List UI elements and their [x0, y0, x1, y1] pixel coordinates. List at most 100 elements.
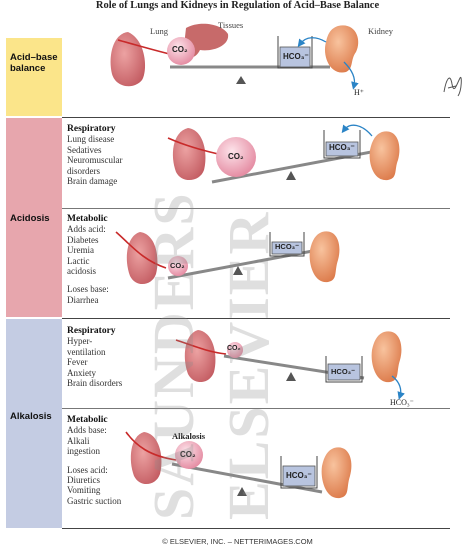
- cause-item: Diabetes: [67, 234, 99, 245]
- alkalosis-inline-label: Alkalosis: [172, 431, 206, 441]
- watermark-line2: ELSEVIER: [216, 210, 281, 520]
- kidney-icon: [371, 331, 402, 383]
- divider-middle: [62, 318, 450, 319]
- co2-label: CO₂: [180, 450, 196, 459]
- vessel-icon: [125, 431, 177, 461]
- co2-label: CO₂: [227, 345, 241, 352]
- cause-item: Diuretics: [67, 475, 100, 486]
- cause-item: Neuromuscular: [67, 155, 123, 166]
- vessel-icon: [175, 339, 227, 355]
- divider-bottom: [62, 528, 450, 529]
- hco3-box: [282, 465, 316, 487]
- divider-alkalosis: [62, 408, 450, 409]
- met-alkalosis-heading: Metabolic: [67, 415, 108, 425]
- hco3-label: HCO₃⁻: [286, 471, 312, 480]
- met-alkalosis-diagram: [125, 431, 352, 499]
- h-plus-label: H⁺: [354, 88, 364, 97]
- reabsorb-arrow: [297, 37, 327, 48]
- fulcrum-icon: [237, 487, 247, 496]
- hco3-beaker: [325, 356, 363, 383]
- tissues-icon: [184, 23, 229, 58]
- hco3-label: HCO₃⁻: [283, 52, 309, 61]
- cause-item: Vomiting: [67, 485, 101, 496]
- hco3-label: HCO₃⁻: [275, 242, 300, 251]
- kidney-icon: [369, 131, 400, 181]
- kidney-icon: [309, 231, 340, 283]
- met-acidosis-diagram: [115, 231, 340, 285]
- hco3-box: [327, 363, 361, 381]
- cause-item: ingestion: [67, 446, 100, 457]
- cause-item: Adds base:: [67, 425, 107, 436]
- lung-icon: [184, 330, 216, 383]
- cause-item: Adds acid:: [67, 224, 106, 235]
- acid-base-band-label: Acid–base balance: [10, 52, 58, 74]
- cause-item: ventilation: [67, 346, 106, 357]
- divider-top: [62, 117, 450, 118]
- co2-label: CO₂: [172, 45, 188, 54]
- cause-item: Loses acid:: [67, 464, 108, 475]
- excrete-arrow: [391, 375, 405, 400]
- vessel-icon: [167, 137, 219, 155]
- hco3-box: [279, 46, 311, 68]
- footer-credit: © ELSEVIER, INC. – NETTERIMAGES.COM: [162, 537, 313, 546]
- cause-item: Gastric suction: [67, 495, 122, 506]
- alkalosis-band-label: Alkalosis: [10, 411, 52, 422]
- co2-ball: [227, 342, 243, 358]
- alkalosis-band: Alkalosis: [6, 319, 62, 528]
- met-alkalosis-text: Metabolic Adds base: Alkali ingestion Lo…: [67, 415, 121, 506]
- co2-label: CO₂: [228, 152, 244, 161]
- acidosis-band-label: Acidosis: [10, 213, 50, 224]
- cause-item: Sedatives: [67, 144, 102, 155]
- cause-item: Anxiety: [67, 367, 96, 378]
- lung-icon: [126, 232, 158, 285]
- cause-item: Brain disorders: [67, 378, 123, 389]
- lung-icon: [110, 32, 146, 87]
- kidney-icon: [321, 447, 352, 499]
- reabsorb-arrow: [341, 124, 373, 137]
- hco3-beaker: [323, 130, 361, 159]
- hco3-beaker: [277, 36, 313, 69]
- fulcrum-icon: [236, 76, 246, 84]
- acidosis-band: Acidosis: [6, 118, 62, 317]
- hco3-beaker: [280, 456, 318, 489]
- hco3-excreted-label: HCO₃⁻: [390, 398, 414, 407]
- balance-beam: [167, 248, 319, 280]
- cause-item: Diarrhea: [67, 294, 99, 305]
- cause-item: Hyper-: [67, 336, 93, 347]
- acid-base-band: Acid–base balance: [6, 38, 62, 116]
- resp-alkalosis-diagram: [175, 330, 405, 400]
- cause-item: Brain damage: [67, 176, 118, 187]
- vessel-icon: [115, 231, 167, 269]
- lung-icon: [172, 128, 206, 181]
- cause-item: Lung disease: [67, 134, 115, 145]
- tissues-label: Tissues: [218, 20, 244, 30]
- balance-beam: [171, 462, 323, 494]
- cause-item: acidosis: [67, 266, 96, 277]
- cause-item: Loses base:: [67, 284, 109, 295]
- cause-item: Uremia: [67, 245, 94, 256]
- hco3-label: HCO₃⁻: [331, 367, 356, 376]
- hco3-beaker: [269, 232, 305, 257]
- hco3-label: HCO₃⁻: [329, 143, 355, 152]
- met-acidosis-heading: Metabolic: [67, 214, 108, 224]
- kidney-icon: [324, 25, 359, 73]
- hco3-box: [271, 241, 303, 255]
- resp-acidosis-diagram: [167, 124, 400, 184]
- fulcrum-icon: [286, 372, 296, 381]
- resp-alkalosis-text: Respiratory Hyper- ventilation Fever Anx…: [67, 326, 122, 388]
- divider-acidosis: [62, 208, 450, 209]
- fulcrum-icon: [233, 266, 243, 275]
- resp-acidosis-heading: Respiratory: [67, 124, 116, 134]
- hco3-box: [325, 141, 359, 157]
- cause-item: Fever: [67, 357, 88, 368]
- co2-ball: [216, 137, 256, 177]
- co2-label: CO₂: [170, 261, 185, 270]
- met-acidosis-text: Metabolic Adds acid: Diabetes Uremia Lac…: [67, 214, 109, 305]
- kidney-label: Kidney: [368, 26, 394, 36]
- co2-ball: [167, 37, 195, 65]
- page-title: Role of Lungs and Kidneys in Regulation …: [95, 0, 380, 11]
- watermark-line1: SAUNDERS: [141, 191, 206, 520]
- resp-acidosis-text: Respiratory Lung disease Sedatives Neuro…: [67, 124, 122, 186]
- cause-item: Alkali: [67, 435, 90, 446]
